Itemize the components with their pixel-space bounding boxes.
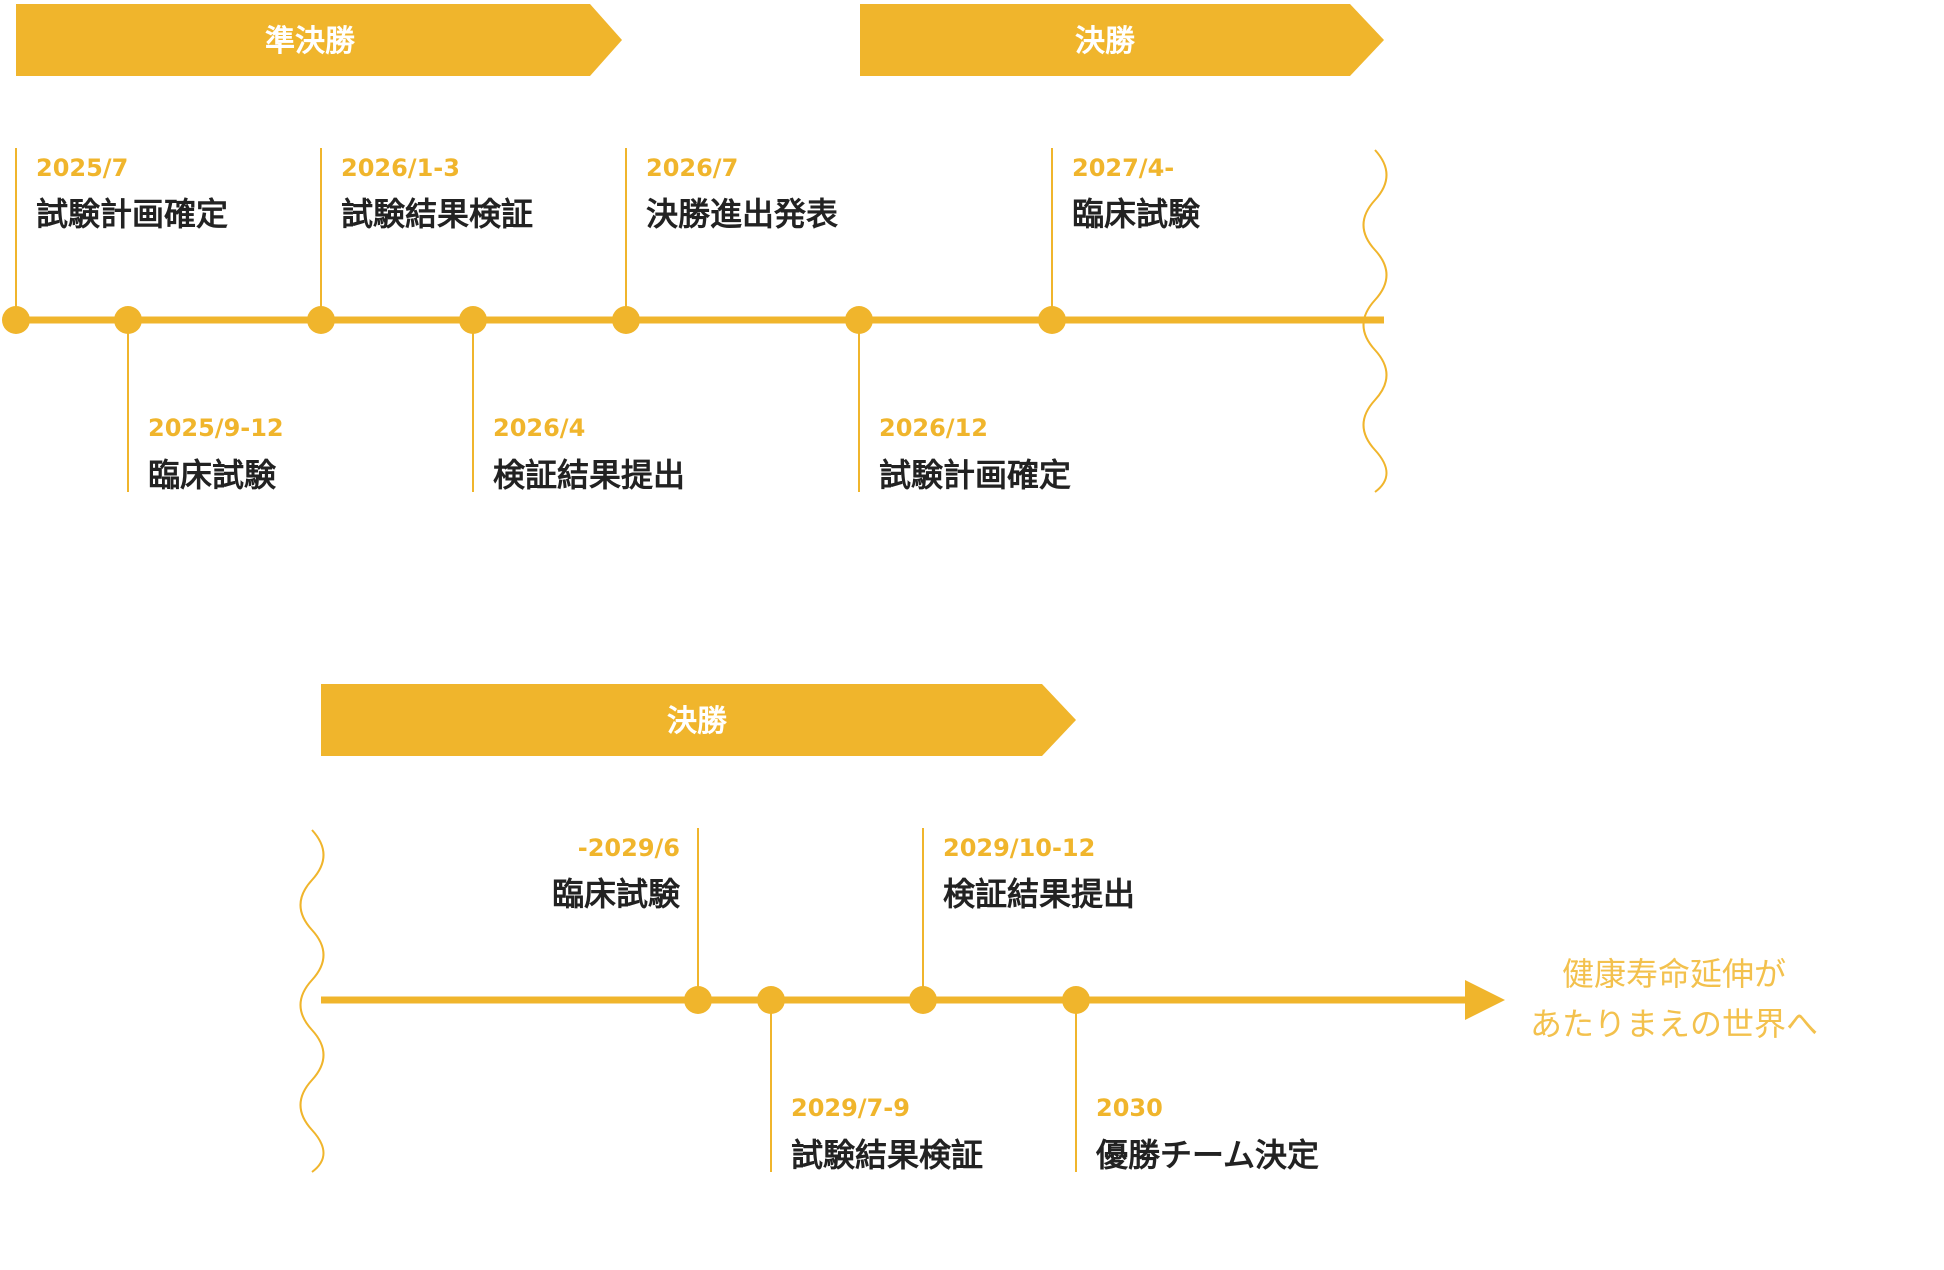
- phase-label: 準決勝: [265, 24, 356, 59]
- milestone-dot: [909, 986, 937, 1014]
- milestone-dot: [307, 306, 335, 334]
- milestone-date: 2030: [1096, 1094, 1163, 1122]
- milestone-2027-4: 2027/4- 臨床試験: [1038, 148, 1201, 334]
- milestone-dot: [612, 306, 640, 334]
- milestone-date: 2026/4: [493, 414, 585, 442]
- milestone-2029-7-9: 2029/7-9 試験結果検証: [757, 986, 983, 1174]
- milestone-dot: [2, 306, 30, 334]
- milestone-dot: [1038, 306, 1066, 334]
- milestone-date: 2029/7-9: [791, 1094, 910, 1122]
- milestone-title: 検証結果提出: [493, 456, 685, 494]
- milestone-title: 試験結果検証: [791, 1136, 983, 1174]
- milestone-date: 2025/9-12: [148, 414, 284, 442]
- milestone-2025-7: 2025/7 試験計画確定: [2, 148, 228, 334]
- milestone-2026-4: 2026/4 検証結果提出: [459, 306, 685, 494]
- goal-line-1: 健康寿命延伸が: [1562, 955, 1786, 993]
- phase-banner-final-2: 決勝: [321, 684, 1076, 756]
- arrow-head-icon: [1465, 980, 1505, 1020]
- milestone-date: 2026/1-3: [341, 154, 460, 182]
- phase-banner-semifinal: 準決勝: [16, 4, 622, 76]
- milestone-2030: 2030 優勝チーム決定: [1062, 986, 1319, 1174]
- milestone-title: 試験計画確定: [36, 195, 228, 233]
- milestone-2029-6: -2029/6 臨床試験: [552, 828, 712, 1014]
- milestone-2029-10-12: 2029/10-12 検証結果提出: [909, 828, 1135, 1014]
- milestone-dot: [845, 306, 873, 334]
- milestone-title: 臨床試験: [552, 875, 681, 913]
- milestone-title: 試験計画確定: [879, 456, 1071, 494]
- milestone-2026-1-3: 2026/1-3 試験結果検証: [307, 148, 533, 334]
- milestone-title: 臨床試験: [148, 456, 277, 494]
- milestone-2026-12: 2026/12 試験計画確定: [845, 306, 1071, 494]
- milestone-title: 試験結果検証: [341, 195, 533, 233]
- milestone-dot: [757, 986, 785, 1014]
- milestone-dot: [1062, 986, 1090, 1014]
- goal-line-2: あたりまえの世界へ: [1530, 1005, 1818, 1043]
- milestone-title: 検証結果提出: [943, 875, 1135, 913]
- phase-label: 決勝: [667, 704, 728, 739]
- milestone-2025-9-12: 2025/9-12 臨床試験: [114, 306, 284, 494]
- milestone-title: 優勝チーム決定: [1095, 1136, 1319, 1174]
- continuation-wave: [1362, 149, 1388, 493]
- milestone-date: 2025/7: [36, 154, 128, 182]
- milestone-dot: [684, 986, 712, 1014]
- milestone-dot: [114, 306, 142, 334]
- milestone-date: 2027/4-: [1072, 154, 1174, 182]
- milestone-dot: [459, 306, 487, 334]
- continuation-wave: [299, 829, 325, 1173]
- phase-banner-final: 決勝: [860, 4, 1384, 76]
- milestone-2026-7: 2026/7 決勝進出発表: [612, 148, 838, 334]
- phase-label: 決勝: [1075, 24, 1136, 59]
- milestone-date: 2029/10-12: [943, 834, 1095, 862]
- milestone-date: 2026/7: [646, 154, 738, 182]
- milestone-date: 2026/12: [879, 414, 988, 442]
- milestone-date: -2029/6: [578, 834, 680, 862]
- goal-statement: 健康寿命延伸が あたりまえの世界へ: [1530, 955, 1818, 1043]
- milestone-title: 決勝進出発表: [646, 195, 838, 233]
- milestone-title: 臨床試験: [1072, 195, 1201, 233]
